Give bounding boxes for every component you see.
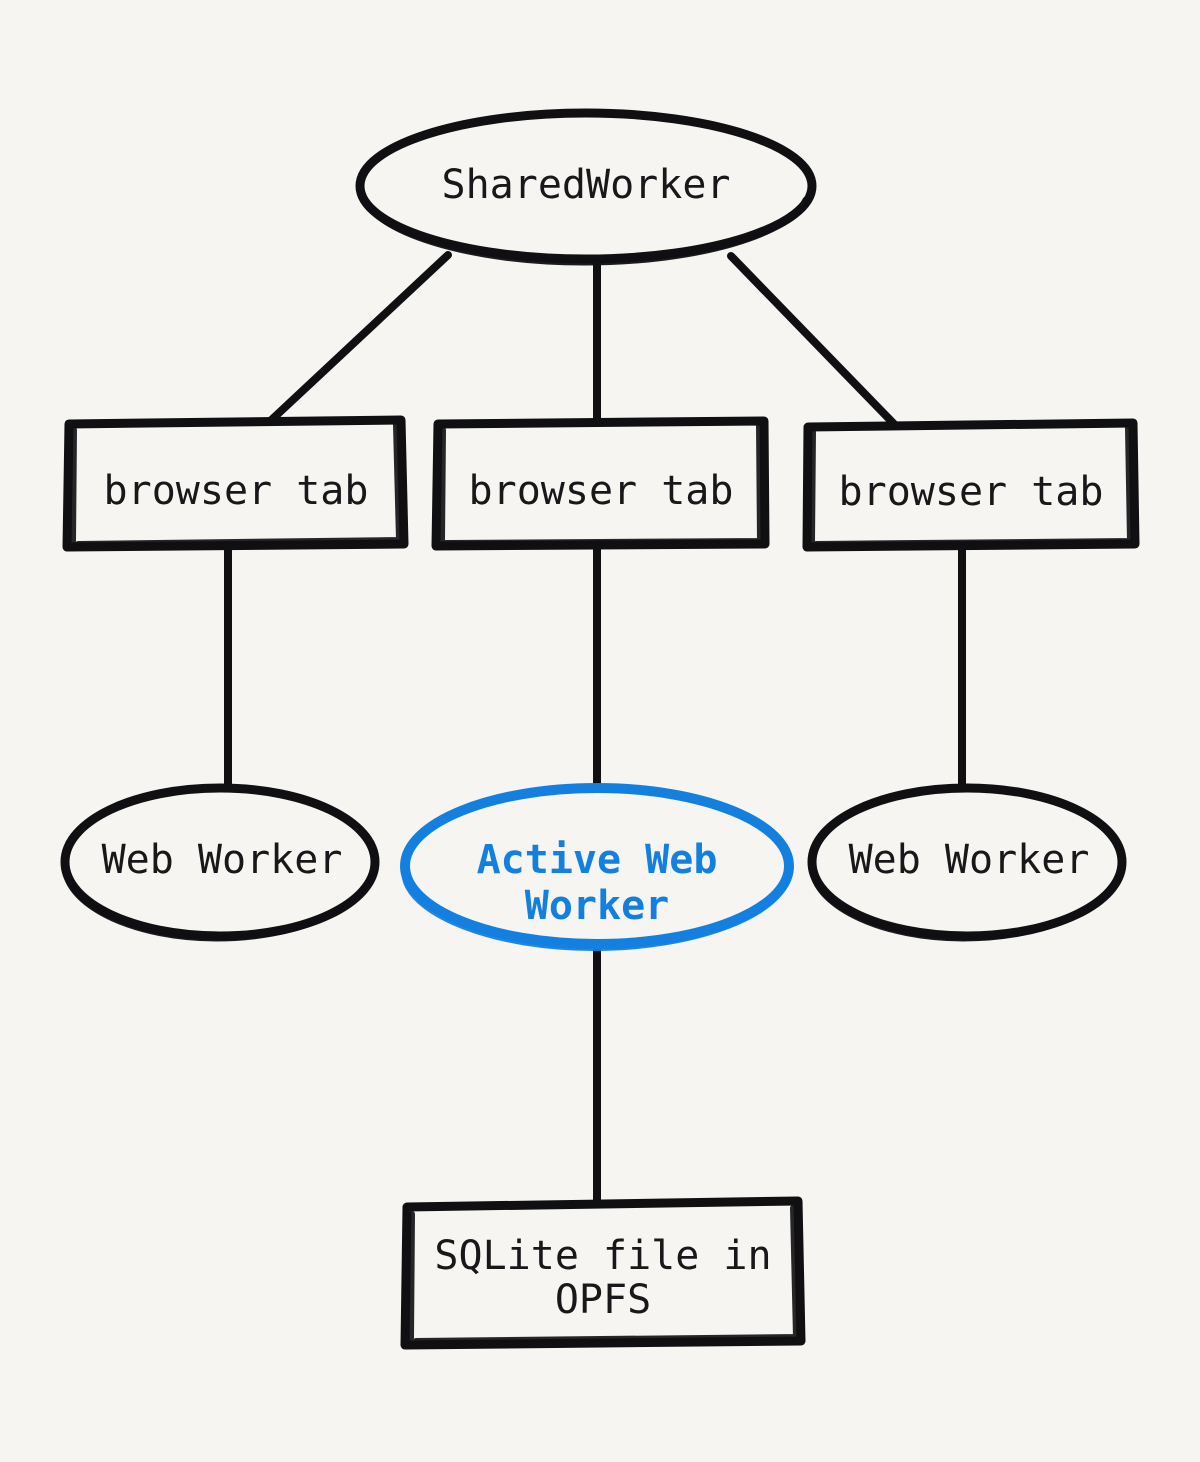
- browser-tab-3-shape-fill: [806, 422, 1136, 548]
- web-worker-active-label-line-2: Worker: [525, 883, 670, 929]
- web-worker-active-outline-second-pass: [402, 874, 790, 951]
- browser-tab-2-shape-fill: [435, 421, 766, 547]
- node-sqlite-file[interactable]: SQLite file in OPFS: [400, 1196, 806, 1350]
- sqlite-file-label-line-2: OPFS: [555, 1277, 651, 1323]
- browser-tab-2-outline-second-pass: [439, 423, 763, 546]
- browser-tab-3-label: browser tab: [839, 469, 1104, 515]
- sqlite-file-outline: [400, 1196, 806, 1350]
- node-web-worker-1[interactable]: Web Worker: [60, 783, 380, 942]
- web-worker-active-shape-fill: [405, 788, 789, 944]
- browser-tab-3-outline: [802, 418, 1140, 552]
- web-worker-active-label-line-1: Active Web: [477, 837, 718, 883]
- node-shared-worker[interactable]: SharedWorker: [355, 108, 817, 266]
- browser-tab-2-outline: [431, 416, 770, 551]
- web-worker-1-shape-fill: [65, 788, 375, 936]
- node-web-worker-active[interactable]: Active Web Worker: [400, 783, 794, 951]
- shared-worker-shape-fill: [360, 112, 812, 258]
- web-worker-1-outline-second-pass: [62, 868, 375, 942]
- browser-tab-3-outline-second-pass: [809, 425, 1133, 547]
- browser-tab-1-outline-second-pass: [70, 422, 402, 547]
- browser-tab-1-outline: [62, 415, 409, 552]
- edge-group: [224, 251, 966, 1209]
- edge-sharedworker-to-browser-tab-3: [727, 252, 900, 430]
- node-browser-tab-2[interactable]: browser tab: [431, 416, 770, 551]
- sqlite-file-shape-fill: [404, 1200, 802, 1346]
- node-browser-tab-3[interactable]: browser tab: [802, 418, 1140, 552]
- edge-sharedworker-to-browser-tab-1: [262, 251, 452, 429]
- node-browser-tab-1[interactable]: browser tab: [62, 415, 409, 552]
- web-worker-3-label: Web Worker: [849, 837, 1090, 883]
- web-worker-3-shape-fill: [812, 788, 1122, 936]
- browser-tab-2-label: browser tab: [469, 468, 734, 514]
- browser-tab-1-shape-fill: [66, 420, 405, 548]
- node-web-worker-3[interactable]: Web Worker: [807, 783, 1127, 942]
- shared-worker-label: SharedWorker: [442, 162, 731, 208]
- web-worker-1-label: Web Worker: [102, 837, 343, 883]
- sqlite-file-label-line-1: SQLite file in: [434, 1233, 771, 1279]
- web-worker-3-outline-second-pass: [809, 868, 1122, 942]
- browser-tab-1-label: browser tab: [104, 468, 369, 514]
- shared-worker-outline-second-pass: [358, 190, 810, 266]
- sqlite-file-outline-second-pass: [408, 1205, 799, 1344]
